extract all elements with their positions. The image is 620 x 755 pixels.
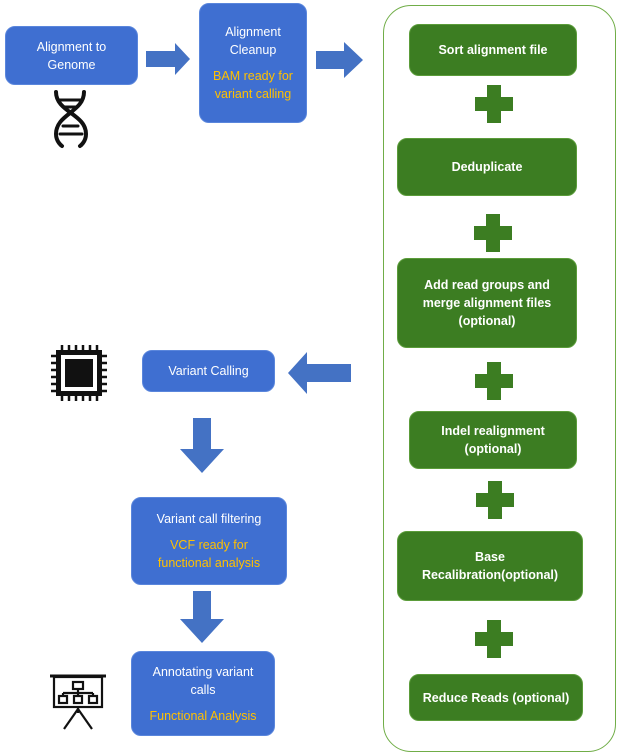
- variant-call-filtering-note: VCF ready for functional analysis: [157, 538, 261, 570]
- arrow-down-icon: [180, 591, 224, 643]
- annotating-variant-calls-box: Annotating variant calls Functional Anal…: [131, 651, 275, 736]
- annotating-variant-calls-label: Annotating variant calls: [152, 664, 254, 697]
- step-deduplicate: Deduplicate: [397, 138, 577, 196]
- cpu-chip-icon: [51, 345, 107, 401]
- presentation-board-icon: [50, 674, 106, 730]
- plus-icon: [475, 362, 513, 400]
- cleanup-steps-panel: [383, 5, 616, 752]
- variant-calling-box: Variant Calling: [142, 350, 275, 392]
- alignment-cleanup-note: BAM ready for variant calling: [213, 69, 293, 101]
- step-dedup-label: Deduplicate: [451, 160, 523, 174]
- variant-call-filtering-box: Variant call filtering VCF ready for fun…: [131, 497, 287, 585]
- plus-icon: [475, 85, 513, 123]
- plus-icon: [476, 481, 514, 519]
- arrow-right-icon: [316, 42, 363, 78]
- arrow-left-icon: [288, 352, 351, 394]
- alignment-to-genome-label: Alignment to Genome: [36, 39, 107, 72]
- step-base-recalibration: Base Recalibration(optional): [397, 531, 583, 601]
- variant-calling-label: Variant Calling: [168, 364, 249, 378]
- step-bqsr-label: Base Recalibration(optional): [421, 550, 559, 582]
- dna-icon: [53, 90, 89, 148]
- step-indel-realignment: Indel realignment (optional): [409, 411, 577, 469]
- step-sort-alignment: Sort alignment file: [409, 24, 577, 76]
- step-add-read-groups: Add read groups and merge alignment file…: [397, 258, 577, 348]
- plus-icon: [474, 214, 512, 252]
- alignment-cleanup-box: Alignment Cleanup BAM ready for variant …: [199, 3, 307, 123]
- alignment-cleanup-label: Alignment Cleanup: [225, 25, 281, 57]
- step-sort-label: Sort alignment file: [438, 43, 548, 57]
- alignment-to-genome-box: Alignment to Genome: [5, 26, 138, 85]
- step-readgroups-label: Add read groups and merge alignment file…: [422, 278, 552, 328]
- step-reduce-reads: Reduce Reads (optional): [409, 674, 583, 721]
- functional-analysis-note: Functional Analysis: [149, 708, 257, 723]
- step-reduce-label: Reduce Reads (optional): [422, 690, 570, 705]
- variant-call-filtering-label: Variant call filtering: [156, 512, 262, 526]
- arrow-right-icon: [146, 43, 190, 75]
- arrow-down-icon: [180, 418, 224, 473]
- step-indel-label: Indel realignment (optional): [441, 424, 545, 456]
- plus-icon: [475, 620, 513, 658]
